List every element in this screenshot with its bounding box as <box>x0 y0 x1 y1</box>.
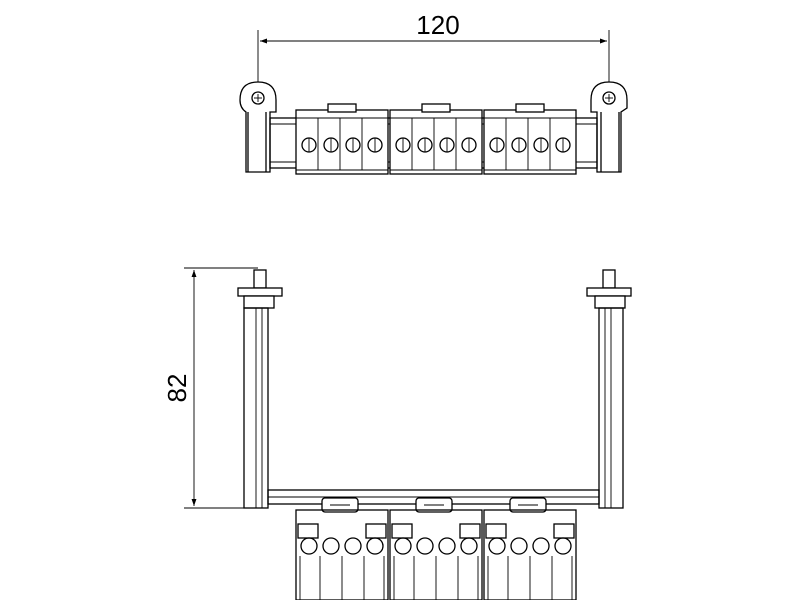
front-terminal-block <box>389 497 483 600</box>
top-terminal-block <box>295 103 389 175</box>
left-end-mount <box>239 81 277 173</box>
top-terminal-blocks <box>295 103 577 175</box>
height-dimension: 82 <box>162 267 258 509</box>
front-terminal-block <box>483 497 577 600</box>
top-terminal-block <box>389 103 483 175</box>
right-end-mount <box>590 81 628 173</box>
top-terminal-block <box>483 103 577 175</box>
front-view <box>237 269 632 600</box>
left-post <box>237 269 283 509</box>
height-dimension-label: 82 <box>162 374 192 403</box>
width-dimension: 120 <box>257 10 610 88</box>
width-dimension-label: 120 <box>416 10 459 40</box>
top-view <box>239 81 628 175</box>
front-terminal-blocks <box>295 497 577 600</box>
front-terminal-block <box>295 497 389 600</box>
right-post <box>586 269 632 509</box>
